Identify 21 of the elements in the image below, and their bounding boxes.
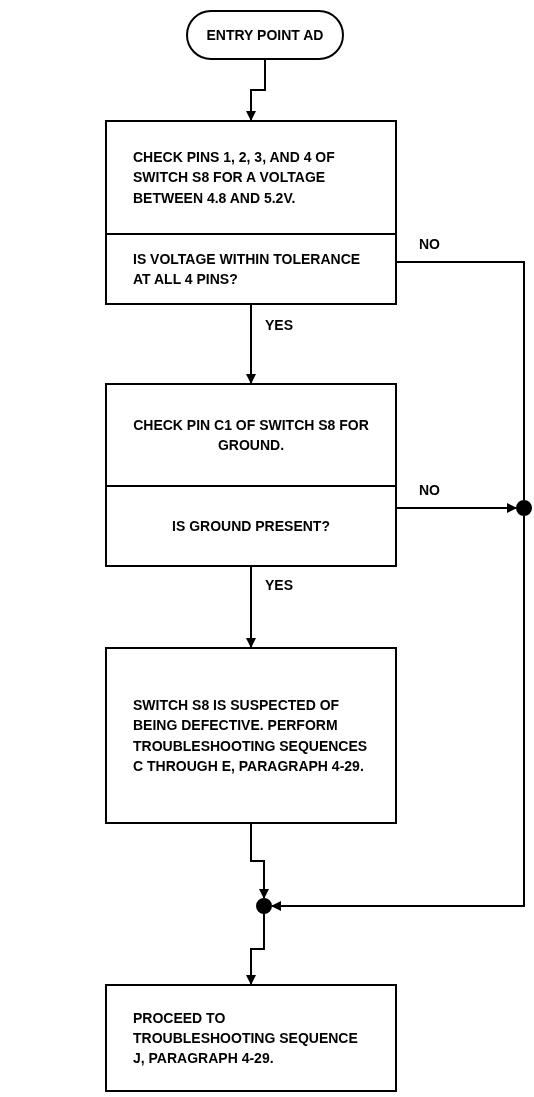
junction-dot	[516, 500, 532, 516]
arrow	[246, 59, 266, 121]
arrow	[271, 515, 525, 911]
terminal-text: ENTRY POINT AD	[206, 25, 324, 45]
arrow	[246, 566, 256, 648]
decision-box	[105, 383, 397, 567]
junction-dot	[256, 898, 272, 914]
question-text: IS GROUND PRESENT?	[172, 516, 330, 536]
terminal-pill	[186, 10, 344, 60]
arrow	[250, 823, 269, 899]
step-text: CHECK PIN C1 OF SWITCH S8 FOR GROUND.	[133, 415, 369, 455]
decision-box	[105, 120, 397, 305]
process-box	[105, 647, 397, 824]
step-text: CHECK PINS 1, 2, 3, AND 4 OF SWITCH S8 FOR A VOLTAGE BETWEEN 4.8 AND 5.2V.	[133, 148, 336, 208]
process-box	[105, 984, 397, 1092]
step-text: SWITCH S8 IS SUSPECTED OF BEING DEFECTIVE. PERFORM TROUBLESHOOTING SEQUENCES C THROUGH E, PARAGRAPH 4-29.	[133, 695, 369, 776]
arrow	[246, 304, 256, 384]
arrow	[246, 913, 265, 985]
question-text: IS VOLTAGE WITHIN TOLERANCE AT ALL 4 PINS?	[133, 249, 362, 289]
step-text: PROCEED TO TROUBLESHOOTING SEQUENCE J, PARAGRAPH 4-29.	[133, 1008, 359, 1069]
arrow	[396, 503, 517, 513]
